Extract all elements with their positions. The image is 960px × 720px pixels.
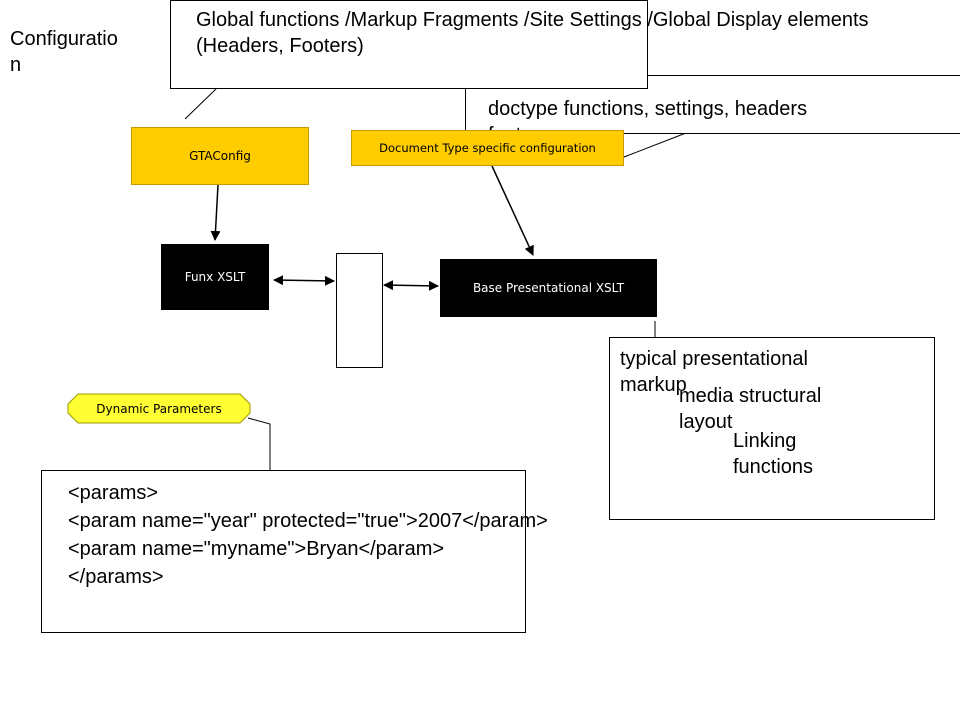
- gtaconfig-to-funx-arrow: [210, 184, 221, 241]
- global-callout-line: [184, 87, 218, 120]
- dynamic-callout-line: [247, 417, 271, 482]
- doctype-to-base-arrow: [491, 165, 534, 256]
- base-xslt-node: Base Presentational XSLT: [440, 259, 657, 317]
- global-note-box: Global functions /Markup Fragments /Site…: [170, 0, 869, 89]
- code-line-2: <param name="year" protected="true">2007…: [68, 510, 548, 532]
- middle-connector-box: [336, 253, 383, 368]
- params-code-box: <params> <param name="year" protected="t…: [41, 470, 548, 633]
- gtaconfig-node: GTAConfig: [131, 127, 309, 185]
- code-line-4: </params>: [68, 566, 164, 588]
- linking-functions-text: Linking functions: [733, 430, 814, 478]
- doctype-callout-line: [623, 132, 687, 158]
- configuration-label: Configuratio n: [10, 28, 118, 76]
- media-layout-text: media structural layout: [679, 385, 822, 433]
- global-note-text: Global functions /Markup Fragments /Site…: [196, 9, 869, 57]
- typical-markup-text: typical presentational markup: [620, 348, 808, 396]
- funx-xslt-node: Funx XSLT: [161, 244, 269, 310]
- funx-middle-arrow: [273, 275, 335, 286]
- dynamic-params-label: Dynamic Parameters: [96, 401, 222, 416]
- code-line-3: <param name="myname">Bryan</param>: [68, 538, 445, 560]
- doctype-config-node: Document Type specific configuration: [351, 130, 624, 166]
- middle-base-arrow: [383, 280, 439, 291]
- typical-markup-box: typical presentational markup media stru…: [609, 337, 935, 520]
- dynamic-params-shape: [67, 393, 251, 424]
- code-line-1: <params>: [68, 482, 159, 504]
